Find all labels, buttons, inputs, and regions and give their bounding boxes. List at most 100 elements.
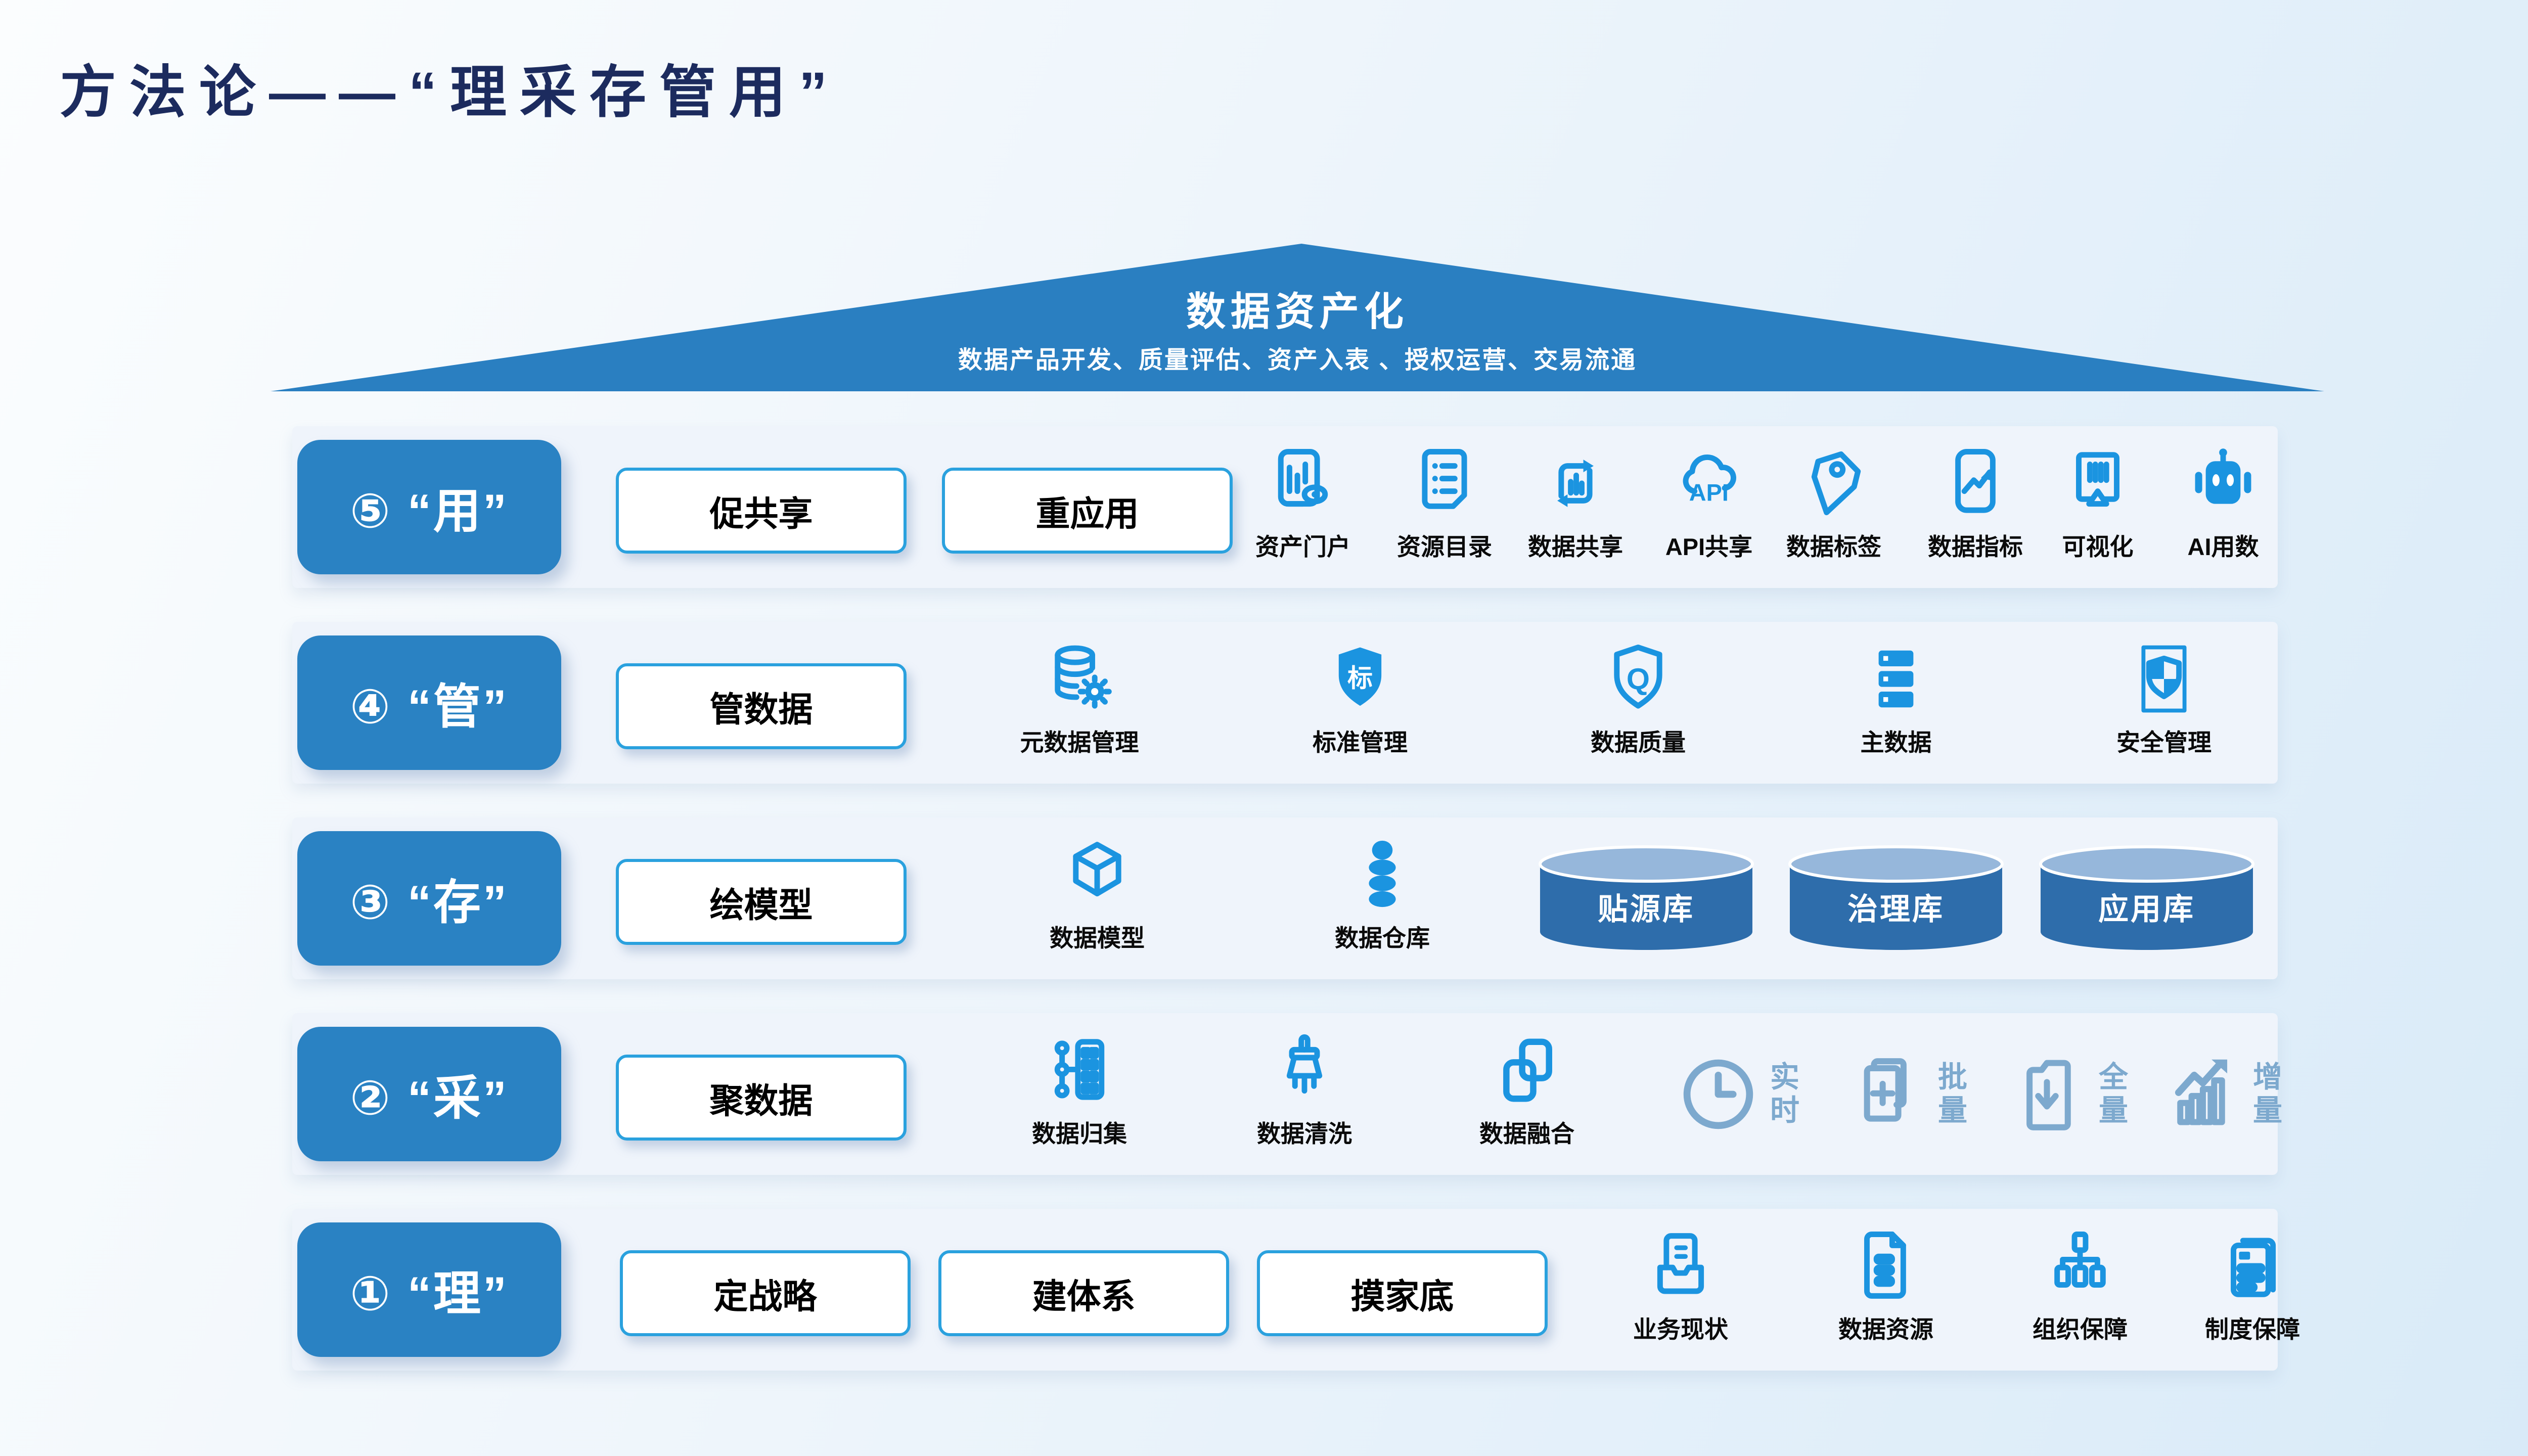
item-data-collection: 数据归集 (1032, 1032, 1127, 1149)
svg-text:API: API (1689, 479, 1729, 506)
roof-banner: 数据资产化 数据产品开发、质量评估、资产入表 、授权运营、交易流通 (270, 244, 2324, 391)
stage-badge-manage: ④ “管” (297, 635, 561, 770)
item-master-data: 主数据 (1858, 641, 1934, 758)
asset-portal-icon (1278, 449, 1328, 507)
item-visualization: 可视化 (2060, 445, 2136, 562)
api-cloud-icon: API (1683, 454, 1737, 506)
database-gear-icon (1054, 645, 1112, 709)
brush-icon (1286, 1034, 1323, 1094)
item-data-share: 数据共享 (1528, 445, 1623, 562)
stage-badge-organize: ① “理” (297, 1222, 561, 1357)
button-jushuju: 聚数据 (616, 1055, 907, 1141)
item-data-warehouse: 数据仓库 (1335, 837, 1430, 953)
server-stack-icon (1878, 650, 1914, 708)
mode-label: 增量 (2248, 1061, 2281, 1128)
roof-title: 数据资产化 (1186, 289, 1409, 334)
icon-label: 制度保障 (2205, 1316, 2300, 1343)
mode-full: 全量 (2005, 1053, 2154, 1136)
item-standard-mgmt: 标 标准管理 (1313, 641, 1408, 758)
shield-standard-icon: 标 (1338, 647, 1382, 706)
icon-label: 可视化 (2062, 533, 2134, 560)
button-jiantixi: 建体系 (938, 1250, 1229, 1336)
mode-batch: 批量 (1844, 1053, 1994, 1136)
icon-label: 数据共享 (1528, 533, 1623, 560)
stage-row-organize: ① “理” 定战略 建体系 摸家底 业务现状 数据资 (292, 1209, 2300, 1371)
download-box-icon (2026, 1060, 2071, 1130)
growth-bars-icon (2175, 1059, 2228, 1125)
item-api-share: API API共享 (1665, 445, 1752, 562)
icon-label: 数据清洗 (1257, 1120, 1352, 1147)
item-data-quality: Q 数据质量 (1591, 641, 1686, 758)
stage-row-manage: ④ “管” 管数据 元数据管理 标 (292, 622, 2278, 784)
item-data-resources: 数据资源 (1838, 1228, 1933, 1345)
icon-label: 资源目录 (1397, 533, 1492, 560)
svg-text:治理库: 治理库 (1847, 892, 1945, 926)
item-business-status: 业务现状 (1633, 1228, 1728, 1345)
cylinder-source-db: 贴源库 (1539, 845, 1754, 950)
mode-label: 全量 (2094, 1061, 2127, 1128)
cylinder-application-db: 应用库 (2039, 845, 2254, 950)
icon-label: 数据资源 (1838, 1316, 1933, 1343)
mode-label: 实时 (1766, 1061, 1798, 1128)
document-icon (1864, 1232, 1906, 1299)
stage-row-collect: ② “采” 聚数据 数据归集 (292, 1013, 2281, 1175)
mode-realtime: 实时 (1677, 1053, 1826, 1136)
robot-icon (2195, 448, 2251, 504)
icon-label: 主数据 (1860, 729, 1932, 756)
mode-label: 批量 (1933, 1061, 1966, 1128)
archive-box-icon (1657, 1233, 1704, 1294)
item-policy-guarantee: 制度保障 (2205, 1228, 2300, 1345)
button-mojiadi: 摸家底 (1257, 1250, 1548, 1336)
org-chart-icon (2054, 1232, 2106, 1288)
icon-label: 标准管理 (1313, 729, 1408, 756)
catalog-list-icon (1422, 449, 1467, 509)
item-security-mgmt: 安全管理 (2116, 641, 2211, 758)
item-data-fusion: 数据融合 (1479, 1032, 1574, 1149)
icon-label: 业务现状 (1633, 1316, 1728, 1343)
item-data-metric: 数据指标 (1928, 445, 2023, 562)
icon-label: 安全管理 (2116, 729, 2211, 756)
building-nodes-icon (1054, 1039, 1105, 1100)
database-stack-icon (1369, 840, 1396, 907)
item-data-tag: 数据标签 (1786, 445, 1881, 562)
item-ai-data: AI用数 (2185, 445, 2261, 562)
item-org-guarantee: 组织保障 (2033, 1228, 2128, 1345)
screen-projection-icon (2076, 452, 2119, 507)
security-shield-icon (2141, 645, 2187, 713)
overlap-merge-icon (1503, 1038, 1552, 1102)
button-cugongxiang: 促共享 (616, 468, 907, 554)
svg-text:应用库: 应用库 (2098, 892, 2195, 926)
stage-row-use: ⑤ “用” 促共享 重应用 资产门户 资源目录 (292, 426, 2278, 588)
item-asset-portal: 资产门户 (1255, 445, 1350, 562)
copy-plus-icon (1864, 1058, 1907, 1122)
item-metadata-mgmt: 元数据管理 (1020, 641, 1139, 758)
item-data-cleaning: 数据清洗 (1257, 1032, 1352, 1149)
stage-badge-store: ③ “存” (297, 831, 561, 966)
clock-icon (1683, 1059, 1753, 1129)
mode-increment: 增量 (2159, 1053, 2309, 1136)
icon-label: 数据标签 (1786, 533, 1881, 560)
shield-quality-icon: Q (1614, 645, 1662, 709)
stage-badge-collect: ② “采” (297, 1027, 561, 1161)
icon-label: AI用数 (2187, 533, 2259, 560)
page-title: 方法论——“理采存管用” (60, 61, 840, 124)
stage-row-store: ③ “存” 绘模型 数据模型 数据仓库 贴源库 (292, 817, 2278, 979)
icon-label: 数据质量 (1591, 729, 1686, 756)
trend-chart-icon (1955, 449, 1996, 513)
stage-badge-use: ⑤ “用” (297, 440, 561, 574)
button-dingzhanlue: 定战略 (620, 1250, 911, 1336)
icon-label: 数据融合 (1479, 1120, 1574, 1147)
icon-label: 数据模型 (1050, 925, 1145, 951)
button-zhongyingyong: 重应用 (942, 468, 1233, 554)
item-data-model: 数据模型 (1050, 837, 1145, 953)
icon-label: 数据指标 (1928, 533, 2023, 560)
svg-text:标: 标 (1347, 664, 1373, 693)
icon-label: 组织保障 (2033, 1316, 2128, 1343)
icon-label: 元数据管理 (1020, 729, 1139, 756)
sync-arrows-icon (1557, 460, 1594, 507)
policy-docs-icon (2231, 1238, 2276, 1297)
svg-text:贴源库: 贴源库 (1598, 892, 1695, 926)
button-huimoxing: 绘模型 (616, 859, 907, 945)
button-guanshuju: 管数据 (616, 663, 907, 749)
